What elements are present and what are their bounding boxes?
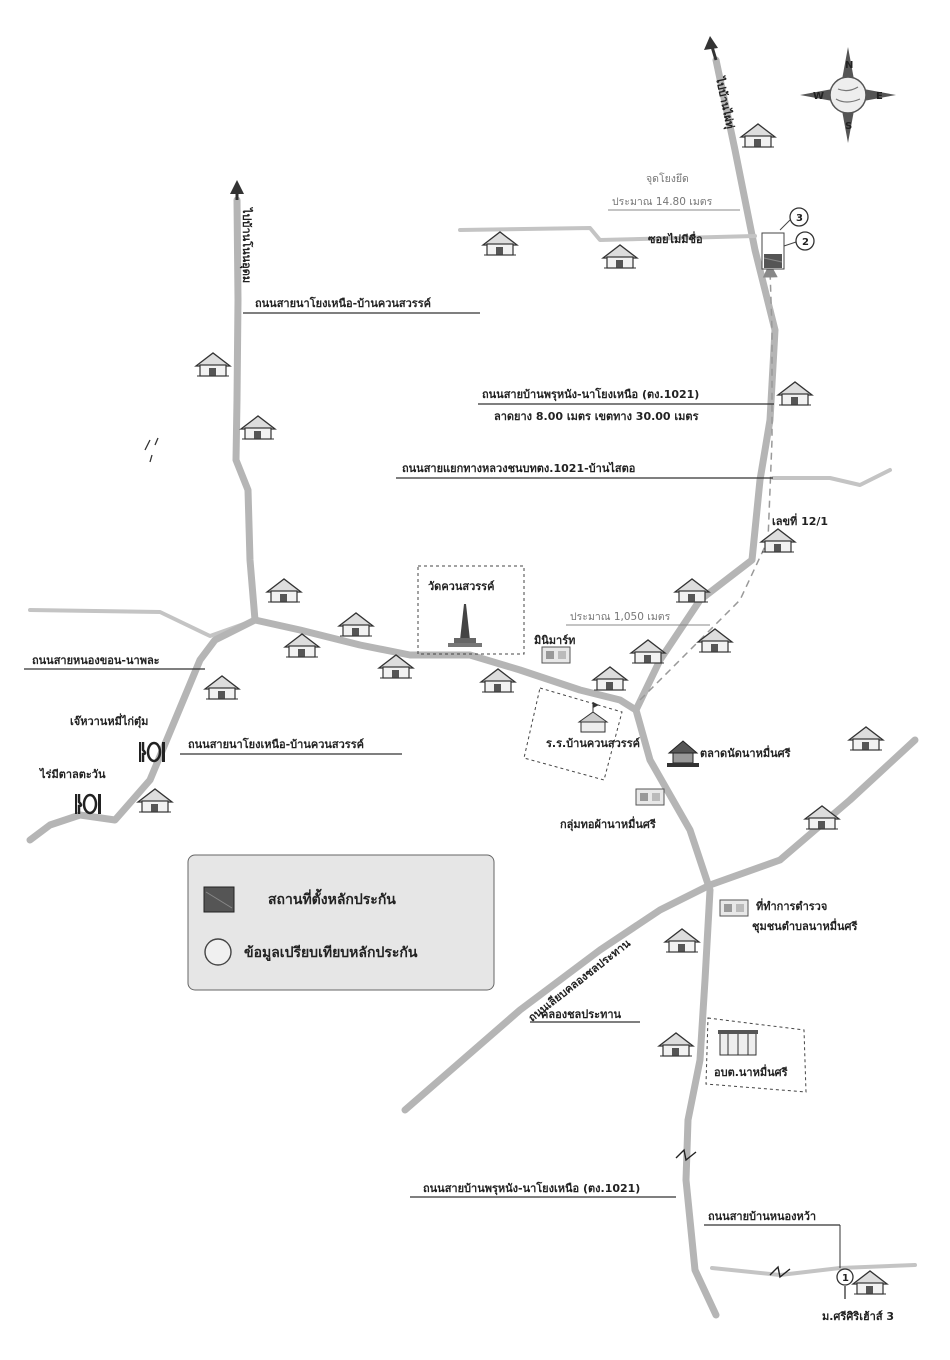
road-left-north <box>232 196 259 624</box>
subject-site <box>761 219 797 270</box>
road-1021-bottom-label: ถนนสายบ้านพรุหนัง-นาโยงเหนือ (ตง.1021) <box>423 1181 640 1196</box>
house-icon <box>740 123 776 148</box>
road-break-marks <box>675 1148 791 1279</box>
houses <box>137 123 888 1295</box>
direction-arrow-left: ไปบ้านโนนอุดม <box>230 180 254 283</box>
house-no-label: เลขที่ 12/1 <box>772 513 828 528</box>
marker-2-label: 2 <box>802 237 809 248</box>
weaving-label: กลุ่มทอผ้านาหมื่นศรี <box>560 816 656 832</box>
house-icon <box>378 654 414 679</box>
direction-arrow-north: ไปบ้านไผ่ทุ่ <box>704 36 738 130</box>
police-label-2: ชุมชนตำบลนาหมื่นศรี <box>752 918 857 934</box>
restaurant-1-label: เจ๊หวานหมี่ไก่ตุ๋ม <box>70 713 148 729</box>
house-icon <box>697 628 733 653</box>
house-icon <box>195 352 231 377</box>
sao-area: อบต.นาหมื่นศรี <box>705 1017 807 1093</box>
legend: สถานที่ตั้งหลักประกัน ข้อมูลเปรียบเทียบห… <box>187 854 495 991</box>
school-icon <box>577 702 609 733</box>
house-icon <box>338 612 374 637</box>
direction-left-label: ไปบ้านโนนอุดม <box>239 206 254 283</box>
marker-circle-icon[interactable]: 3 <box>789 207 809 227</box>
house-icon <box>852 1270 888 1295</box>
school-area: ร.ร.บ้านควนสวรรค์ <box>523 687 640 781</box>
unnamed-soi-label: ซอยไม่มีชื่อ <box>648 231 703 246</box>
compass-e: E <box>876 91 883 102</box>
road-1021-label: ถนนสายบ้านพรุหนัง-นาโยงเหนือ (ตง.1021) <box>482 387 699 402</box>
marker-3-label: 3 <box>796 213 803 224</box>
sao-label: อบต.นาหมื่นศรี <box>714 1064 788 1079</box>
compass-s: S <box>845 121 852 132</box>
road-branch-saito <box>771 468 892 487</box>
house-icon <box>204 675 240 700</box>
house-icon <box>630 639 666 664</box>
road-unnamed-soi <box>458 226 757 242</box>
distance-1050-label: ประมาณ 1,050 เมตร <box>570 611 671 623</box>
house-icon <box>602 244 638 269</box>
compass-n: N <box>845 60 853 71</box>
house-icon <box>674 578 710 603</box>
road-nong-wa-label: ถนนสายบ้านหนองหว้า <box>708 1210 816 1223</box>
road-1021-detail-label: ลาดยาง 8.00 เมตร เขตทาง 30.00 เมตร <box>494 410 699 423</box>
restaurant-icon <box>73 792 103 816</box>
stray-mark <box>144 437 159 463</box>
school-label: ร.ร.บ้านควนสวรรค์ <box>546 737 640 750</box>
sao-building-icon <box>718 1030 758 1056</box>
house-icon <box>266 578 302 603</box>
marker-circle-icon[interactable]: 2 <box>795 231 815 251</box>
compass-icon: N S W E <box>800 47 896 143</box>
road-west-label: ถนนสายหนองขอน-นาพละ <box>32 654 160 667</box>
road-nayong-khuan <box>251 616 640 714</box>
village-label: ม.ศรีศิริเฮ้าส์ 3 <box>822 1310 894 1323</box>
house-icon <box>284 633 320 658</box>
road-mid-left-label: ถนนสายนาโยงเหนือ-บ้านควนสวรรค์ <box>188 737 364 751</box>
marker-circle-icon[interactable]: 1 <box>836 1268 854 1299</box>
market-label: ตลาดนัดนาหมื่นศรี <box>700 745 791 760</box>
minimart-label: มินิมาร์ท <box>534 634 575 647</box>
road-west <box>28 608 257 638</box>
road-canal <box>401 736 919 1114</box>
restaurant-2-label: ไร่มีตาลตะวัน <box>38 767 106 781</box>
police-label-1: ที่ทำการตำรวจ <box>756 898 827 913</box>
road-top-left-label: ถนนสายนาโยงเหนือ-บ้านควนสวรรค์ <box>255 296 431 310</box>
market-icon <box>667 740 699 767</box>
compass-w: W <box>813 91 824 102</box>
road-nong-wa <box>710 1263 917 1277</box>
road-branch-label: ถนนสายแยกทางหลวงชนบทตง.1021-บ้านไสตอ <box>402 461 635 475</box>
road-main-north <box>632 56 779 1319</box>
house-icon <box>592 666 628 691</box>
anchor-point-label: จุดโยงยึด <box>646 172 689 185</box>
shop-icon <box>635 788 665 806</box>
house-icon <box>848 726 884 751</box>
roads <box>26 56 919 1319</box>
shop-icon <box>541 646 571 664</box>
legend-comparables-label: ข้อมูลเปรียบเทียบหลักประกัน <box>244 945 418 961</box>
anchor-distance-label: ประมาณ 14.80 เมตร <box>612 196 713 208</box>
house-icon <box>482 231 518 256</box>
canal-label: คลองชลประทาน <box>541 1008 622 1021</box>
legend-comparable-swatch <box>204 938 232 966</box>
house-icon <box>480 668 516 693</box>
legend-subject-label: สถานที่ตั้งหลักประกัน <box>268 888 396 908</box>
temple-icon <box>448 604 482 647</box>
house-icon <box>658 1032 694 1057</box>
temple-area: วัดควนสวรรค์ <box>417 565 525 655</box>
shop-icon <box>719 899 749 917</box>
marker-1-label: 1 <box>842 1273 849 1284</box>
house-icon <box>664 928 700 953</box>
house-icon <box>760 528 796 553</box>
road-southwest <box>26 616 259 844</box>
direction-north-label: ไปบ้านไผ่ทุ่ <box>712 74 738 130</box>
house-icon <box>777 381 813 406</box>
temple-label: วัดควนสวรรค์ <box>428 580 494 593</box>
house-icon <box>240 415 276 440</box>
